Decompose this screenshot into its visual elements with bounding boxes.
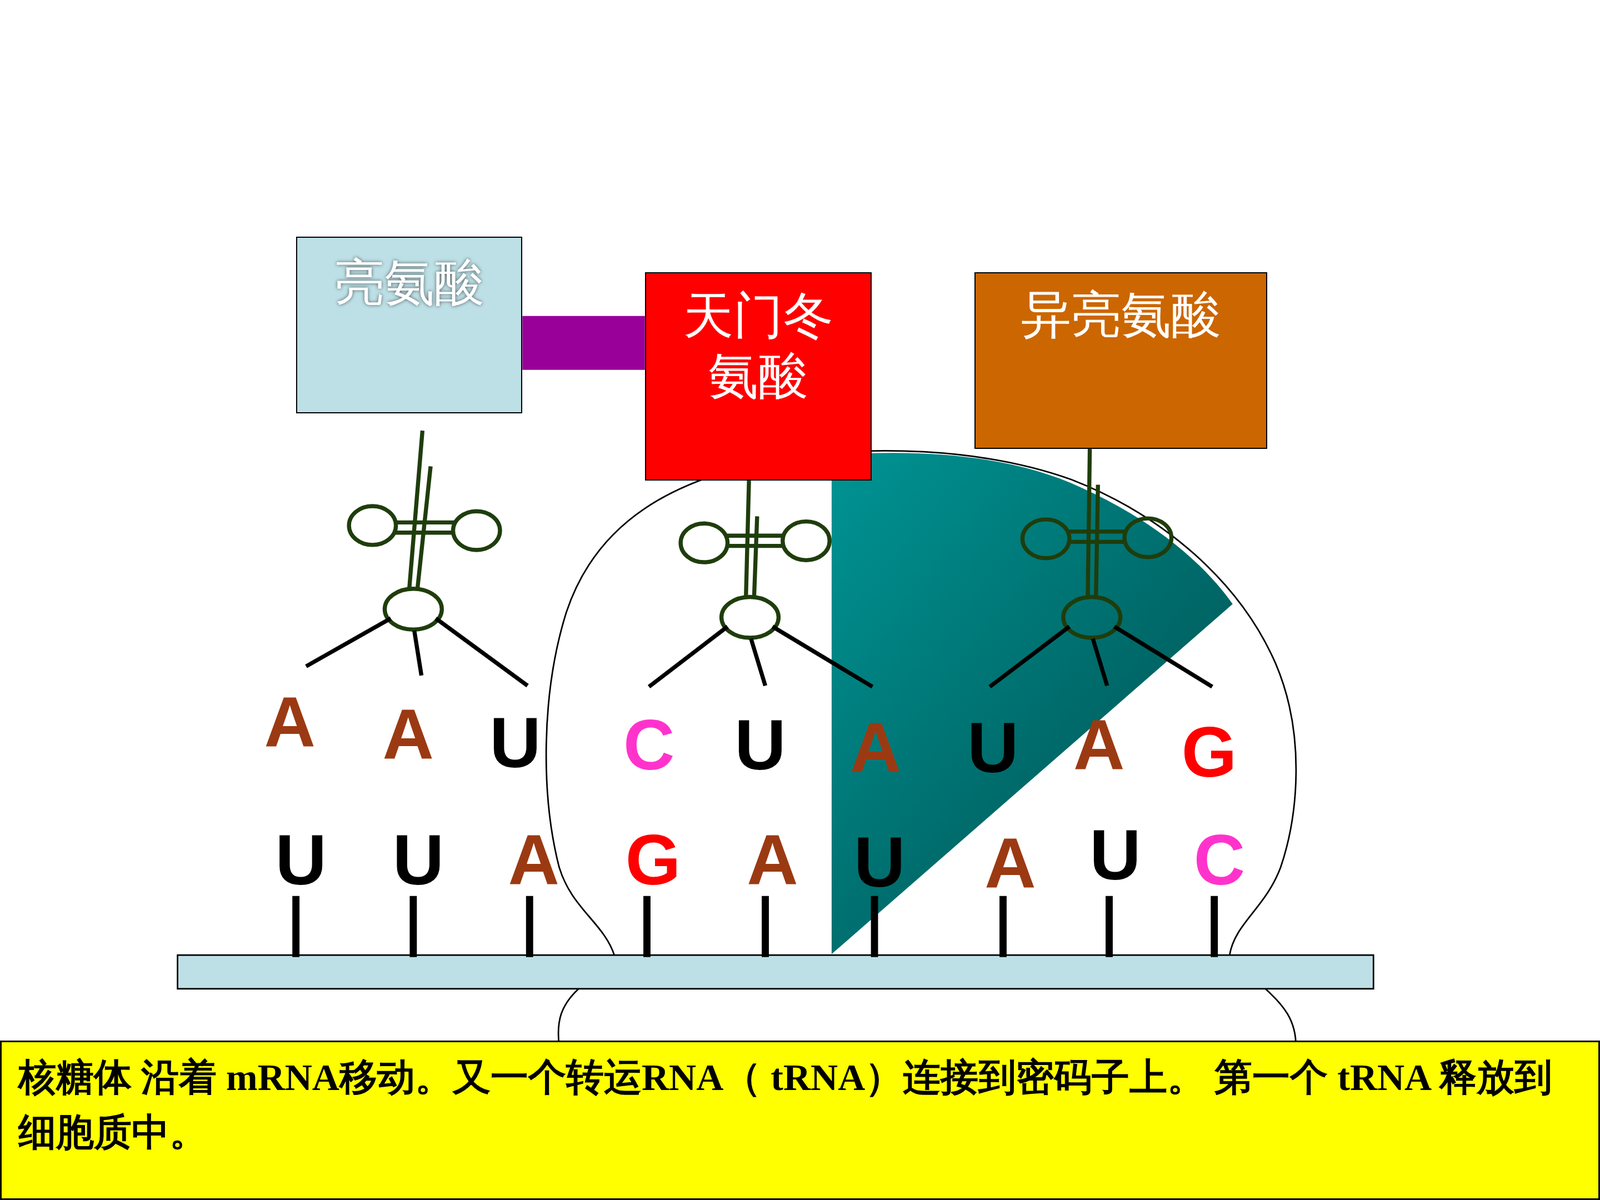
base-tick [761, 896, 769, 958]
base-tick [871, 896, 879, 958]
ribosome-large-subunit [546, 450, 1297, 955]
codon-base: U [1089, 819, 1141, 891]
anticodon-leg [751, 638, 766, 686]
trna-arm [1068, 531, 1126, 542]
trna-loop [384, 588, 442, 630]
trna-molecule [648, 480, 873, 687]
anticodon-leg [1092, 638, 1108, 686]
anticodon-base: A [382, 698, 434, 770]
anticodon-leg [772, 626, 873, 687]
caption-band: 核糖体 沿着 mRNA移动。又一个转运RNA（ tRNA）连接到密码子上。 第一… [0, 1040, 1600, 1200]
anticodon-leg [1114, 626, 1213, 687]
amino-acid-name: 天门冬 氨酸 [675, 285, 841, 406]
anticodon-base: A [1073, 709, 1125, 781]
codon-base: A [507, 824, 559, 896]
amino-acid-box: 天门冬 氨酸 [645, 272, 872, 481]
codon-base: A [984, 827, 1036, 899]
trna-stem [409, 430, 432, 590]
anticodon-base: C [623, 709, 675, 781]
trna-loop [348, 506, 396, 545]
ribosome-site-shading [831, 452, 1233, 954]
base-tick [999, 896, 1007, 958]
trna-molecule [990, 448, 1213, 687]
codon-base: G [625, 824, 682, 896]
caption-text: 核糖体 沿着 mRNA移动。又一个转运RNA（ tRNA）连接到密码子上。 第一… [18, 1050, 1582, 1160]
trna-arm [726, 535, 784, 546]
anticodon-leg [648, 626, 728, 687]
trna-arm [395, 522, 455, 533]
trna-loop [1063, 596, 1121, 638]
anticodon-base: U [489, 707, 541, 779]
anticodon-base: G [1181, 716, 1238, 788]
codon-base: U [275, 824, 327, 896]
trna-loop [721, 596, 779, 638]
base-tick [1105, 896, 1113, 958]
anticodon-leg [435, 618, 528, 686]
base-tick [643, 896, 651, 958]
peptide-bond [522, 316, 645, 370]
anticodon-leg [306, 618, 391, 667]
codon-base: A [746, 824, 798, 896]
amino-acid-name: 亮氨酸 [334, 252, 485, 313]
base-tick [526, 896, 534, 958]
base-tick [1210, 896, 1218, 958]
base-tick [292, 896, 300, 958]
trna-stem [746, 480, 758, 598]
base-tick [409, 896, 417, 958]
trna-molecule [306, 430, 528, 686]
anticodon-base: A [850, 712, 902, 784]
trna-stem [1087, 448, 1098, 598]
anticodon-leg [990, 626, 1070, 687]
amino-acid-box: 亮氨酸 [296, 236, 523, 414]
codon-base: U [853, 826, 905, 898]
anticodon-base: U [734, 709, 786, 781]
anticodon-base: A [263, 686, 315, 758]
base-ticks [296, 896, 1215, 958]
mrna-strand [177, 955, 1374, 989]
codon-base: C [1193, 824, 1245, 896]
trna-loop [1022, 519, 1069, 559]
trna-loop [782, 521, 830, 561]
codon-base: U [392, 824, 444, 896]
trna-loop [680, 523, 728, 563]
anticodon-leg [414, 630, 422, 676]
anticodon-base: U [967, 712, 1019, 784]
trna-loop [453, 511, 500, 550]
trna-loop [1124, 518, 1172, 558]
amino-acid-box: 异亮氨酸 [974, 272, 1268, 449]
amino-acid-name: 异亮氨酸 [1021, 284, 1222, 345]
ribosome-small-subunit [558, 988, 1297, 1047]
